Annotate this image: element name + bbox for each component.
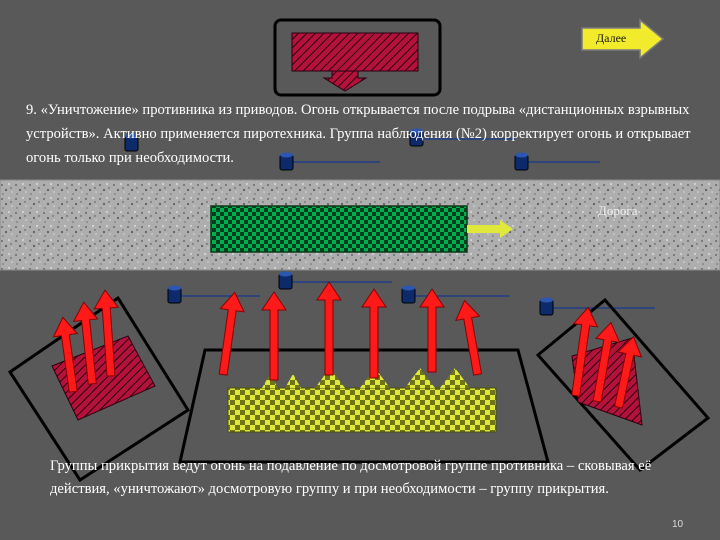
barrel-icon bbox=[279, 152, 294, 171]
fire-arrow bbox=[261, 291, 287, 381]
fire-arrow bbox=[361, 288, 387, 379]
fire-arrow bbox=[52, 316, 79, 393]
barrel-icon bbox=[401, 285, 416, 304]
next-button[interactable] bbox=[581, 18, 665, 60]
main-ambush-group bbox=[178, 348, 550, 464]
fire-arrow bbox=[316, 281, 342, 376]
road-label: Дорога bbox=[598, 203, 638, 218]
observation-post bbox=[273, 18, 442, 97]
slide-number: 10 bbox=[672, 519, 684, 530]
fire-arrow bbox=[592, 321, 621, 403]
fire-arrow bbox=[455, 299, 483, 376]
fire-arrow bbox=[218, 291, 245, 376]
fire-arrow bbox=[72, 301, 99, 385]
explosive-devices bbox=[124, 128, 655, 316]
next-button-label[interactable]: Далее bbox=[596, 31, 627, 45]
left-cover-group bbox=[7, 295, 191, 483]
description-paragraph: 9. «Уничтожение» противника из приводов.… bbox=[26, 102, 691, 166]
fire-arrow bbox=[93, 289, 120, 377]
barrel-icon bbox=[278, 271, 293, 290]
fire-arrows bbox=[52, 281, 643, 409]
fire-arrow bbox=[571, 306, 599, 397]
cover-group-paragraph: Группы прикрытия ведут огонь на подавлен… bbox=[50, 458, 652, 497]
barrel-icon bbox=[409, 128, 424, 147]
barrel-icon bbox=[514, 152, 529, 171]
fire-arrow bbox=[419, 288, 445, 373]
barrel-icon bbox=[167, 285, 182, 304]
barrel-icon bbox=[539, 297, 554, 316]
barrel-icon bbox=[124, 133, 139, 152]
fire-arrow bbox=[614, 335, 643, 409]
enemy-vehicle bbox=[210, 205, 513, 253]
